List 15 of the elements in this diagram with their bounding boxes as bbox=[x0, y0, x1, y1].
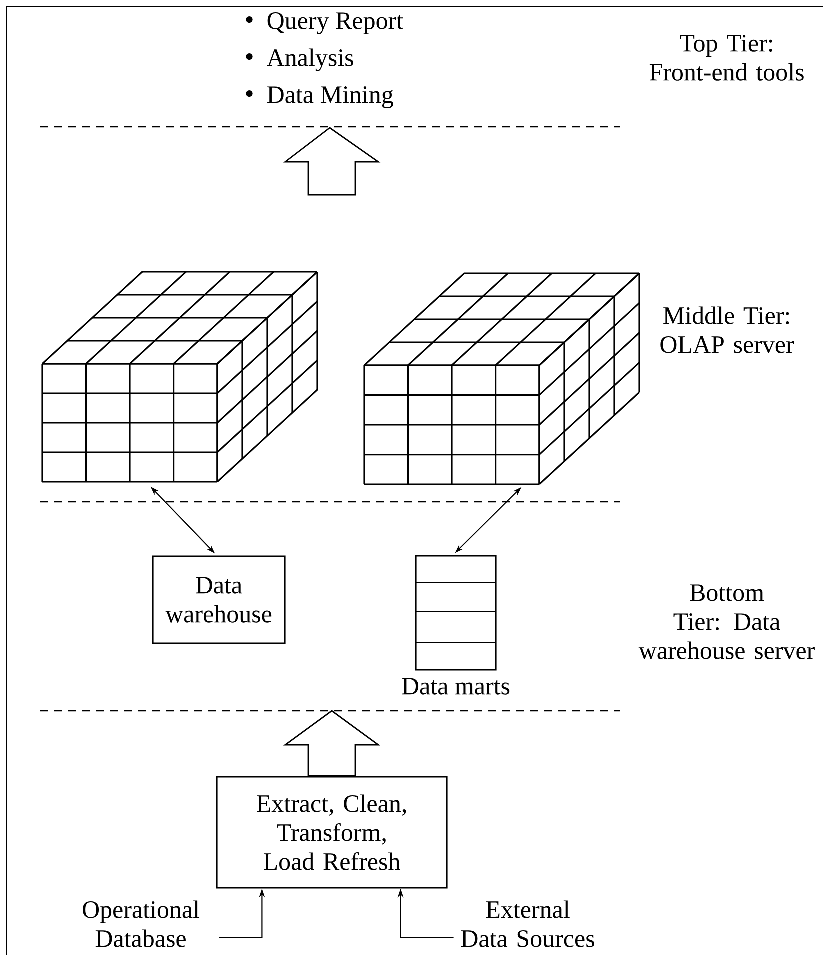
node-label: Analysis bbox=[267, 48, 354, 72]
bullet-list: Query Report Analysis Data Mining bbox=[246, 12, 404, 108]
tier-label: Bottom Tier: Data warehouse server bbox=[638, 584, 815, 660]
node-label: Data Mining bbox=[268, 86, 394, 108]
block-arrow bbox=[283, 710, 381, 777]
tier-label: Top Tier: Front-end tools bbox=[650, 35, 804, 81]
node-label: Query Report bbox=[268, 12, 404, 34]
source-label: External Data Sources bbox=[461, 900, 594, 948]
block-arrow bbox=[283, 127, 381, 196]
data-cube-drawing bbox=[364, 272, 640, 486]
data-cube-drawing bbox=[42, 271, 318, 483]
source-label: Operational Database bbox=[83, 900, 200, 948]
process-box: Extract, Clean, Transform, Load Refresh bbox=[216, 776, 448, 889]
process-box: Data warehouse bbox=[152, 556, 286, 644]
node-label: Data marts bbox=[402, 678, 510, 695]
